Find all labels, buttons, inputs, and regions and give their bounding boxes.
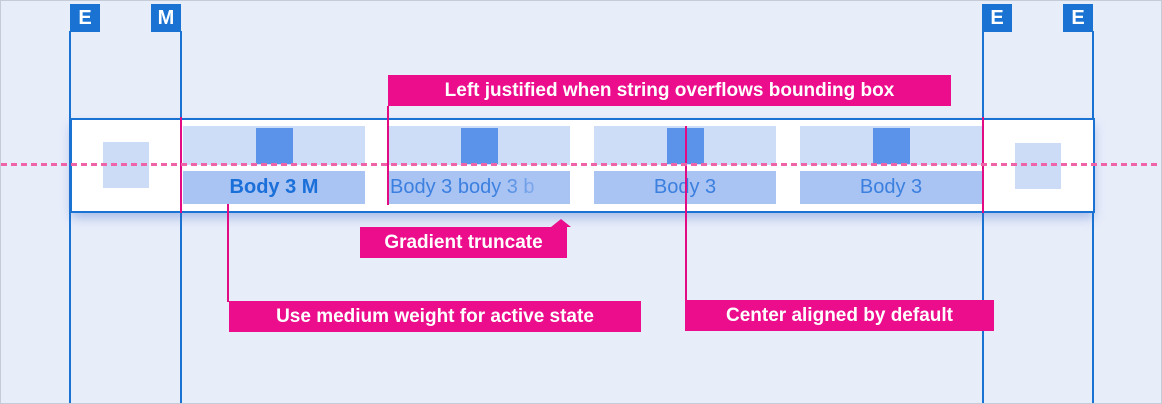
spacing-marker-e-right-outer: E [1063, 4, 1093, 32]
tab-overflow[interactable]: Body 3 body 3 b [388, 126, 570, 204]
tab-icon [255, 128, 293, 164]
callout-caret-up-icon [551, 219, 571, 227]
spacing-marker-e-left: E [70, 4, 100, 32]
annotation-left-justified: Left justified when string overflows bou… [388, 75, 951, 106]
connector-center-aligned [685, 126, 687, 301]
connector-left-justified [387, 106, 389, 205]
connector-medium-weight [227, 204, 229, 302]
tab-label-text: Body 3 [859, 176, 923, 198]
annotation-text: Gradient truncate [384, 232, 543, 253]
tab-label-text: Body 3 M [229, 176, 319, 198]
tab-icon-area [183, 126, 365, 165]
tab-icon [872, 128, 910, 164]
annotation-gradient-truncate: Gradient truncate [360, 219, 571, 258]
guide-line-left-inner-bottom [180, 213, 182, 403]
guide-line-right-outer [1092, 31, 1094, 403]
spacing-marker-m-left: M [151, 4, 181, 32]
center-baseline-dashed-line [1, 163, 1161, 166]
spacing-marker-e-right-inner: E [982, 4, 1012, 32]
tab-label-text: Body 3 [653, 176, 717, 198]
tab-icon-area [800, 126, 982, 165]
tab-icon [460, 128, 498, 164]
tab-default-2[interactable]: Body 3 [800, 126, 982, 204]
annotation-medium-weight: Use medium weight for active state [229, 301, 641, 332]
edge-spacer-square-right [1015, 143, 1061, 189]
gradient-truncate-fade [492, 171, 570, 204]
tab-active[interactable]: Body 3 M [183, 126, 365, 204]
guide-line-left-inner-top [180, 31, 182, 118]
annotation-center-aligned: Center aligned by default [685, 300, 994, 331]
tab-label: Body 3 body 3 b [388, 171, 570, 204]
tab-label: Body 3 [800, 171, 982, 204]
tab-label: Body 3 M [183, 171, 365, 204]
tab-icon-area [388, 126, 570, 165]
guide-line-left-outer [69, 31, 71, 403]
tab-bar-container: Body 3 M Body 3 body 3 b Body 3 [70, 118, 1095, 213]
guide-line-right-inner-top [982, 31, 984, 118]
